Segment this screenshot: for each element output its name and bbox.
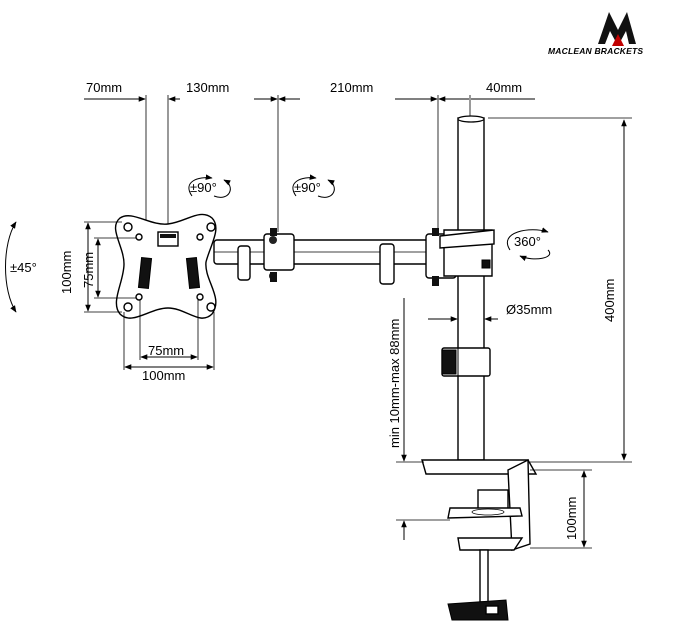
- arm-assembly: [213, 228, 495, 286]
- rotation-360: 360°: [514, 234, 541, 249]
- pole-height-lines: [488, 117, 632, 463]
- maclean-m-logo-icon: [598, 12, 636, 46]
- dimension-clamp-100mm: 100mm: [564, 497, 579, 540]
- swivel-head-arrow-icon: [188, 174, 231, 198]
- swivel-arm-arrow-icon: [292, 174, 335, 198]
- brand-name: MACLEAN BRACKETS: [548, 46, 643, 56]
- pole-rotation-arrow-icon: [507, 227, 551, 262]
- desk-clamp: [421, 458, 538, 621]
- dimension-vesa-100mm-vertical: 100mm: [59, 251, 74, 294]
- dimension-210mm: 210mm: [330, 80, 373, 95]
- clamp-height-lines: [530, 469, 592, 549]
- vesa-dimension-lines: [84, 221, 215, 370]
- dimension-130mm: 130mm: [186, 80, 229, 95]
- rotation-swivel-arm-90: ±90°: [294, 180, 321, 195]
- rotation-tilt-45: ±45°: [10, 260, 37, 275]
- dimension-desk-thickness: min 10mm-max 88mm: [387, 319, 402, 448]
- pole: [441, 115, 491, 461]
- vesa-plate: [114, 213, 217, 319]
- dimension-70mm: 70mm: [86, 80, 122, 95]
- desk-thickness-lines: [396, 298, 450, 540]
- top-dimension-lines: [84, 95, 535, 232]
- dimension-vesa-100mm-horizontal: 100mm: [142, 368, 185, 383]
- dimension-400mm: 400mm: [602, 279, 617, 322]
- tilt-arrow-icon: [5, 221, 17, 313]
- dimension-40mm: 40mm: [486, 80, 522, 95]
- rotation-swivel-head-90: ±90°: [190, 180, 217, 195]
- dimension-vesa-75mm-vertical: 75mm: [81, 252, 96, 288]
- dimension-diameter-35mm: Ø35mm: [506, 302, 552, 317]
- dimension-vesa-75mm-horizontal: 75mm: [148, 343, 184, 358]
